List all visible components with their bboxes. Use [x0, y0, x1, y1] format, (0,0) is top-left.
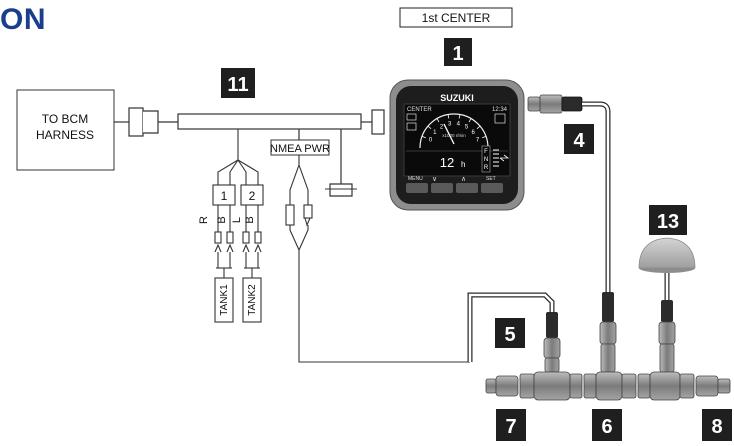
nmea-pwr-label: NMEA PWR [270, 143, 330, 155]
up-button[interactable] [456, 183, 478, 193]
set-label: SET [486, 176, 496, 182]
gear-r: R [484, 165, 489, 171]
callout-11-text: 11 [227, 74, 248, 96]
tach-tick [458, 114, 461, 119]
tach-number: 3 [448, 121, 452, 127]
callout-7: 7 [496, 409, 526, 441]
tach-arc [419, 113, 489, 149]
main-harness [177, 109, 385, 197]
tach-number: 6 [471, 130, 475, 136]
tach-number: 1 [433, 130, 437, 136]
gauge-readout-unit: h [461, 160, 465, 169]
gear-n: N [484, 157, 488, 163]
tach-tick [421, 135, 426, 139]
nmea-power-branch: NMEA PWR [270, 139, 470, 363]
callout-13: 13 [649, 205, 687, 235]
callout-11: 11 [221, 68, 255, 98]
menu-button[interactable] [406, 183, 428, 193]
callout-1-text: 1 [452, 43, 463, 65]
sender-2-label: 2 [249, 189, 256, 203]
gauge-drop-cable [527, 94, 611, 292]
terminator-left [485, 378, 497, 394]
callout-8: 8 [702, 409, 732, 441]
tach-number: 0 [429, 137, 433, 143]
callout-6-text: 6 [601, 416, 612, 438]
up-label: ∧ [461, 175, 466, 183]
trim-bars-icon [493, 149, 499, 167]
gps-antenna [638, 237, 696, 300]
sender-1-label: 1 [221, 189, 228, 203]
callout-5: 5 [495, 318, 525, 348]
center-label: 1st CENTER [422, 11, 491, 25]
gear-f: F [484, 149, 488, 155]
bcm-connector [114, 107, 178, 137]
section-heading: ON [0, 3, 46, 36]
down-button[interactable] [431, 183, 453, 193]
bcm-harness-box: TO BCM HARNESS [16, 89, 115, 171]
tach-ticks [421, 114, 487, 139]
terminator-right [717, 378, 731, 394]
t-connector-3 [649, 371, 681, 401]
drop-connector-5 [543, 312, 561, 373]
drop-cable-5 [467, 292, 555, 362]
center-label-box: 1st CENTER [399, 7, 513, 28]
tank-2-label: TANK2 [247, 284, 258, 316]
tach-tick [447, 114, 450, 119]
trim-arrow-icon [499, 154, 510, 162]
tach-tick [427, 125, 432, 130]
tach-needle [443, 123, 455, 145]
callout-1: 1 [444, 38, 472, 66]
tank-1-label: TANK1 [219, 284, 230, 316]
gauge-brand: SUZUKI [440, 93, 474, 103]
gauge-readout: 12 [440, 155, 454, 170]
tach-tick [482, 135, 487, 139]
t-connector-1 [533, 371, 571, 401]
callout-13-text: 13 [657, 211, 679, 233]
tach-tick [476, 125, 481, 130]
alarm-icon [494, 113, 506, 124]
tach-tick [436, 118, 440, 123]
wire-color-1: R [198, 216, 210, 224]
set-button[interactable] [481, 183, 503, 193]
battery-icon [406, 113, 417, 121]
gauge-mode: CENTER [407, 107, 432, 113]
menu-label: MENU [408, 176, 423, 182]
bcm-line1: TO BCM [42, 112, 88, 126]
dial-caption: x1000 r/min [442, 133, 466, 138]
gauge-time: 12:34 [492, 107, 508, 113]
callout-8-text: 8 [711, 416, 722, 438]
down-label: ∨ [432, 175, 437, 183]
drop-connector-13 [658, 300, 676, 373]
drop-connector-6 [599, 292, 617, 373]
callout-7-text: 7 [505, 416, 516, 438]
callout-6: 6 [592, 409, 622, 441]
sender-branches [212, 129, 264, 323]
backbone-row [485, 371, 731, 401]
engine-warning-icon [406, 122, 417, 131]
t-connector-2 [595, 371, 623, 401]
tach-number: 5 [465, 124, 469, 130]
bcm-line2: HARNESS [36, 128, 94, 142]
tach-tick [468, 118, 472, 123]
tach-number: 7 [476, 137, 480, 143]
wire-color-4: B [244, 216, 256, 223]
callout-5-text: 5 [504, 324, 515, 346]
tach-number: 4 [457, 121, 461, 127]
callout-4-text: 4 [573, 130, 585, 152]
wire-color-2: B [216, 216, 228, 223]
callout-4: 4 [564, 124, 594, 154]
tach-number: 2 [440, 124, 444, 130]
wire-color-3: L [231, 217, 243, 223]
